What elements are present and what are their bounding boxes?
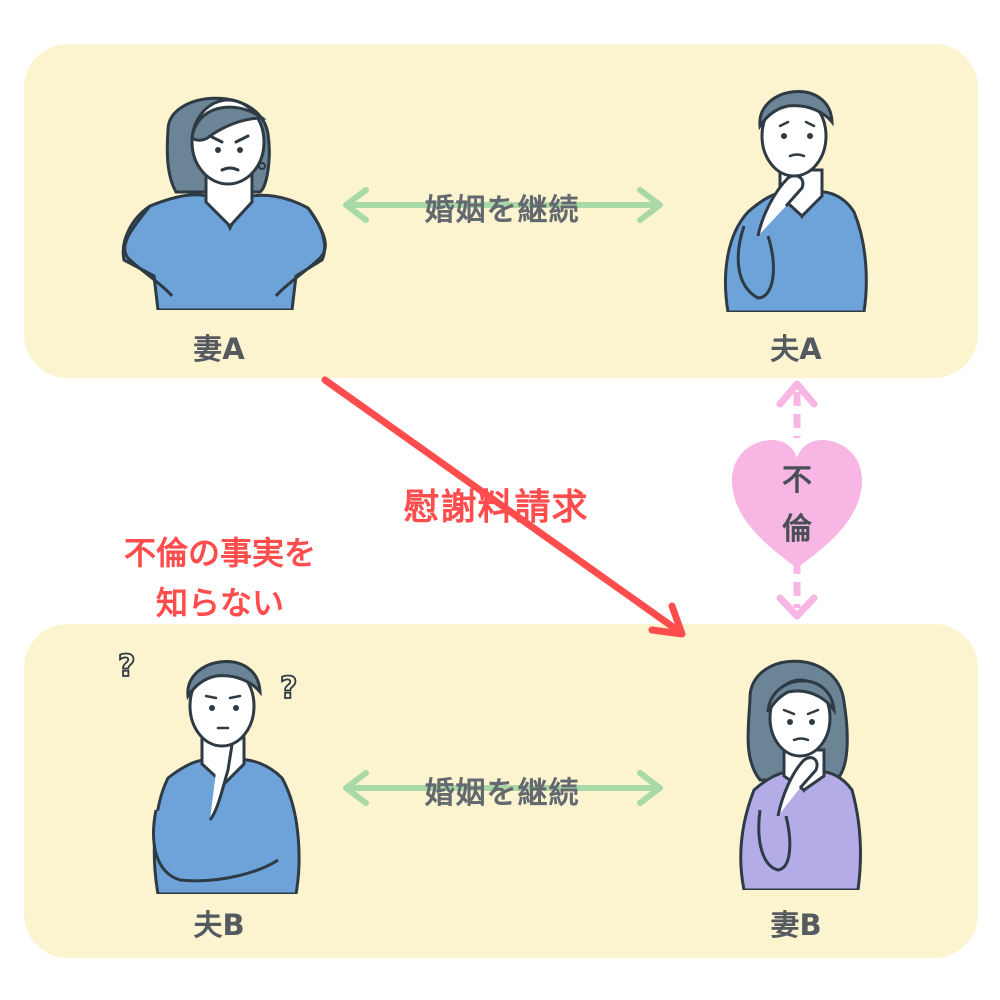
unaware-note-line-1: 不倫の事実を	[123, 534, 316, 572]
affair-label-char-1: 不	[782, 463, 812, 498]
bottom-marriage-arrow	[343, 770, 663, 806]
wife-b-label: 妻B	[770, 908, 822, 942]
top-relation-label: 婚姻を継続	[424, 193, 580, 228]
heart-icon	[732, 440, 862, 568]
affair-connector	[732, 380, 862, 620]
top-marriage-arrow	[343, 187, 663, 223]
claim-label: 慰謝料請求	[403, 487, 589, 528]
affair-label-char-2: 倫	[782, 512, 812, 547]
claim-arrow	[321, 376, 686, 638]
svg-text:?: ?	[118, 649, 135, 684]
husband-b-label: 夫B	[193, 908, 245, 942]
husband-a-label: 夫A	[770, 332, 822, 366]
wife-a-figure	[121, 96, 327, 310]
husband-a-figure	[723, 90, 868, 312]
husband-b-figure: ? ?	[117, 648, 301, 894]
wife-a-label: 妻A	[193, 332, 245, 366]
bottom-relation-label: 婚姻を継続	[424, 776, 580, 811]
wife-b-figure	[739, 659, 862, 890]
svg-text:?: ?	[280, 671, 297, 706]
unaware-note: 不倫の事実を 知らない	[90, 528, 350, 628]
unaware-note-line-2: 知らない	[155, 584, 284, 622]
